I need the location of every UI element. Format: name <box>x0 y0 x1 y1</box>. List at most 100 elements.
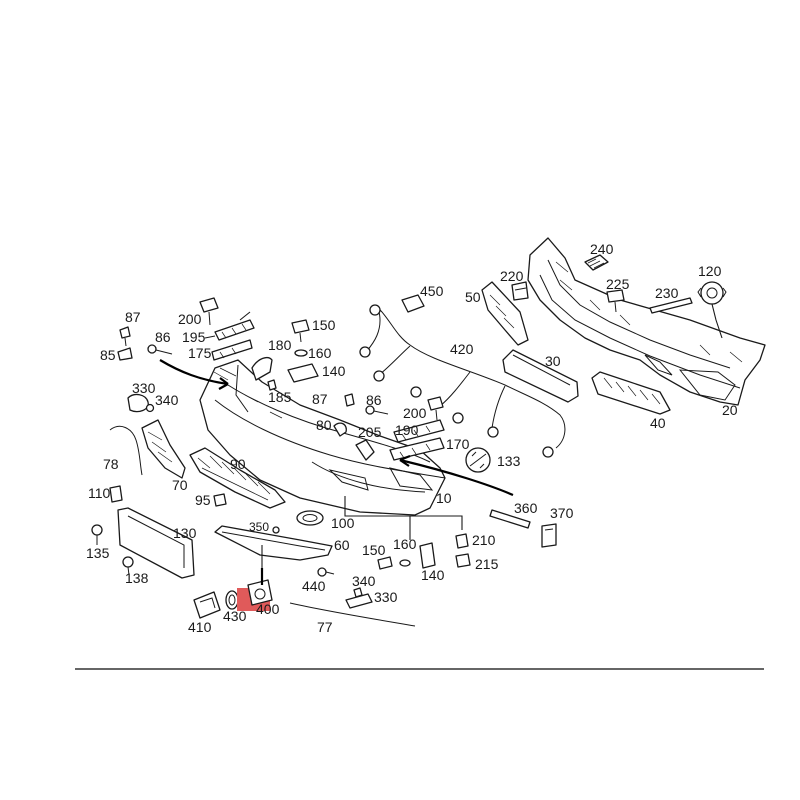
screw-185 <box>267 379 277 391</box>
screw-86-mid <box>365 405 389 415</box>
label-160-upper: 160 <box>308 345 332 361</box>
bracket-140-upper <box>287 363 319 383</box>
washer-160-lower <box>399 559 411 567</box>
label-205: 205 <box>358 424 382 440</box>
clip-87-mid <box>344 393 355 407</box>
label-215: 215 <box>475 556 499 572</box>
label-340-upper: 340 <box>155 392 179 408</box>
label-170: 170 <box>446 436 470 452</box>
label-210: 210 <box>472 532 496 548</box>
label-50: 50 <box>465 289 481 305</box>
label-200-upper: 200 <box>178 311 202 327</box>
label-70: 70 <box>172 477 188 493</box>
label-195: 195 <box>182 329 206 345</box>
wiring-harness-420 <box>359 304 566 458</box>
screw-135 <box>91 524 103 545</box>
label-150-lower: 150 <box>362 542 386 558</box>
label-350: 350 <box>249 520 269 534</box>
part-labels: 240 120 220 225 230 450 50 200 87 195 15… <box>86 241 738 635</box>
label-180: 180 <box>268 337 292 353</box>
screw-138 <box>122 556 134 576</box>
label-150-upper: 150 <box>312 317 336 333</box>
bracket-240 <box>584 254 609 271</box>
bracket-190 <box>393 419 445 443</box>
clip-340-upper <box>145 403 155 413</box>
bracket-195 <box>214 319 255 341</box>
label-420: 420 <box>450 341 474 357</box>
label-190: 190 <box>395 422 419 438</box>
label-175: 175 <box>188 345 212 361</box>
trim-strip-78 <box>109 425 143 476</box>
washer-160-upper <box>294 349 308 357</box>
label-110: 110 <box>88 485 111 501</box>
bracket-140-lower <box>419 542 436 569</box>
label-200-mid: 200 <box>403 405 427 421</box>
bracket-370 <box>541 523 557 548</box>
clip-350 <box>272 526 280 534</box>
label-20: 20 <box>722 402 738 418</box>
label-360: 360 <box>514 500 538 516</box>
label-330-upper: 330 <box>132 380 156 396</box>
label-330-lower: 330 <box>374 589 398 605</box>
connector-450 <box>401 294 425 313</box>
label-86-mid: 86 <box>366 392 382 408</box>
label-135: 135 <box>86 545 110 561</box>
clip-95 <box>213 493 227 507</box>
bolt-150-upper <box>291 319 310 343</box>
label-10: 10 <box>436 490 452 506</box>
energy-absorber-30 <box>502 349 579 403</box>
screw-86-upper <box>147 344 173 355</box>
reflector-330-lower <box>345 593 373 609</box>
label-440: 440 <box>302 578 326 594</box>
label-95: 95 <box>195 492 211 508</box>
label-77: 77 <box>317 619 333 635</box>
parking-sensor-400 <box>237 579 273 611</box>
label-400: 400 <box>256 601 280 617</box>
label-130: 130 <box>173 525 197 541</box>
label-340-lower: 340 <box>352 573 376 589</box>
ring-430 <box>225 590 239 610</box>
bolt-200-mid <box>427 396 444 421</box>
label-60: 60 <box>334 537 350 553</box>
label-90: 90 <box>230 456 246 472</box>
label-138: 138 <box>125 570 149 586</box>
label-30: 30 <box>545 353 561 369</box>
cover-100 <box>296 510 324 526</box>
label-100: 100 <box>331 515 355 531</box>
clip-110 <box>109 485 123 503</box>
reflector-330-upper <box>127 393 149 413</box>
holder-205 <box>355 439 375 461</box>
bracket-175 <box>211 339 253 361</box>
label-85: 85 <box>100 347 116 363</box>
sensor-holder-410 <box>193 591 221 619</box>
bumper-reinforcement-20 <box>527 237 766 406</box>
bolt-225 <box>606 289 625 313</box>
bolt-150-lower <box>377 556 393 570</box>
component-120 <box>697 281 727 339</box>
screw-440 <box>317 567 335 577</box>
label-160-lower: 160 <box>393 536 417 552</box>
cap-85 <box>117 347 133 361</box>
label-225: 225 <box>606 276 630 292</box>
label-140-lower: 140 <box>421 567 445 583</box>
label-230: 230 <box>655 285 679 301</box>
assembly-arrows <box>159 359 514 585</box>
trim-strip-77 <box>289 602 416 627</box>
label-78: 78 <box>103 456 119 472</box>
label-40: 40 <box>650 415 666 431</box>
bolt-200-upper <box>199 297 219 326</box>
pin-230 <box>649 297 693 314</box>
side-grille-70 <box>141 419 186 479</box>
label-430: 430 <box>223 608 247 624</box>
tool-133-icon <box>465 447 491 473</box>
cap-80 <box>333 422 347 437</box>
label-87-upper: 87 <box>125 309 141 325</box>
nut-215 <box>455 553 471 568</box>
clip-220 <box>511 281 529 301</box>
side-bracket-50 <box>481 281 529 346</box>
pin-360 <box>489 509 531 529</box>
label-370: 370 <box>550 505 574 521</box>
label-185: 185 <box>268 389 292 405</box>
label-80: 80 <box>316 417 332 433</box>
moulding-60 <box>214 525 333 561</box>
